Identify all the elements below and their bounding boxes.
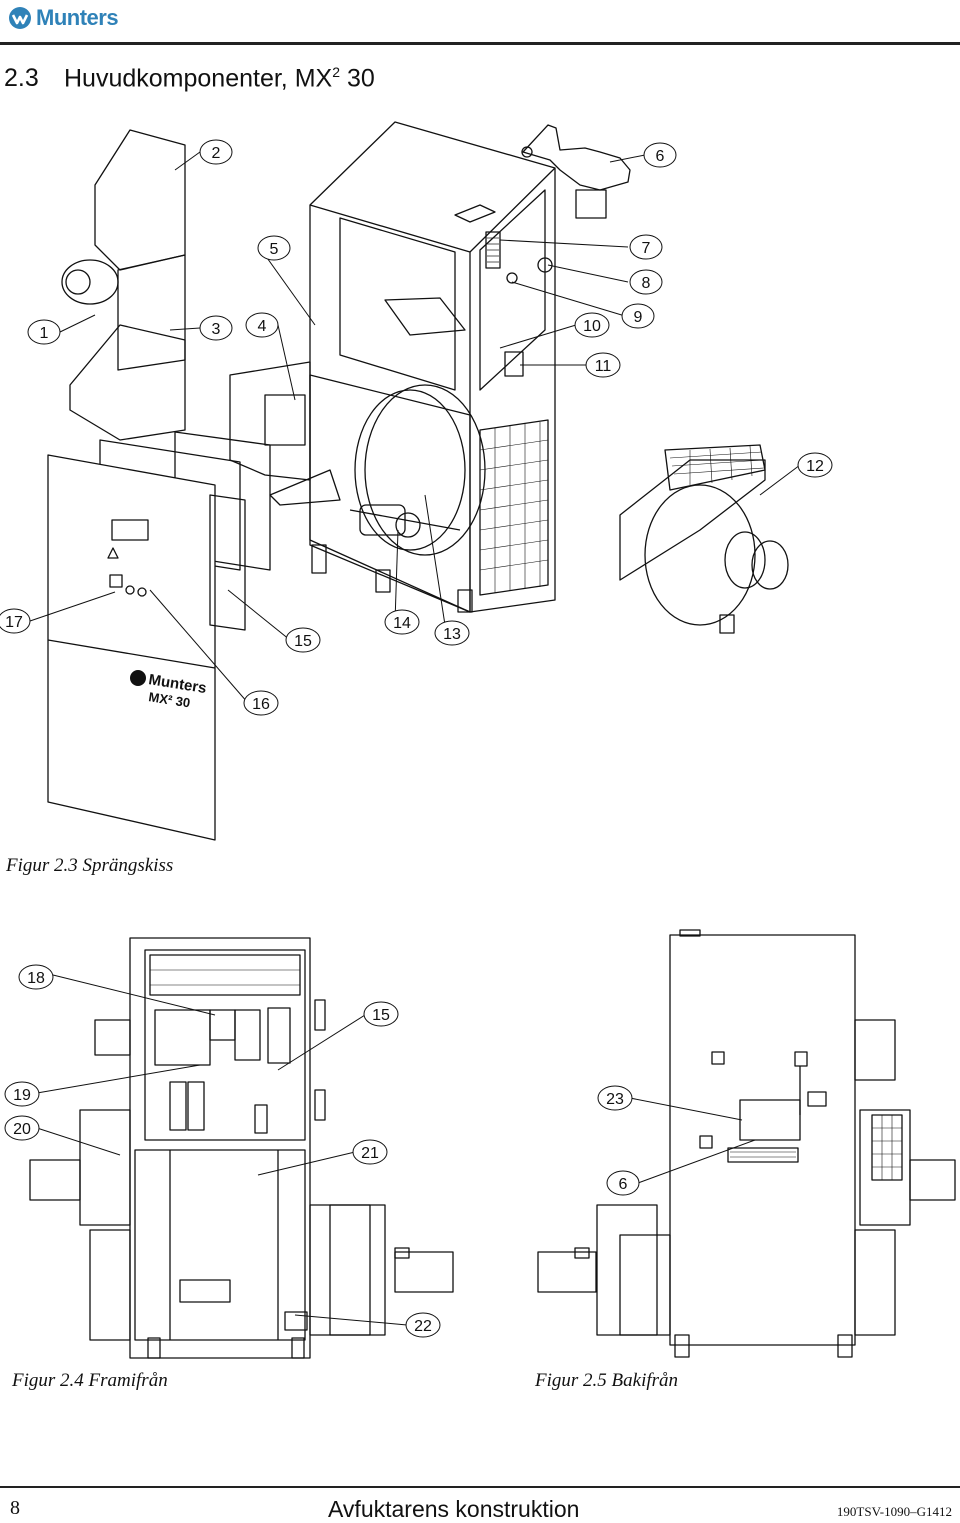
callout-4: 4: [245, 312, 279, 338]
panel-model: MX² 30: [148, 689, 192, 710]
callout-9: 9: [621, 303, 655, 329]
svg-text:9: 9: [634, 309, 643, 326]
exploded-view-drawing: [47, 121, 789, 841]
section-number: 2.3: [4, 64, 39, 93]
svg-text:11: 11: [595, 358, 612, 375]
callout-6: 6: [643, 142, 677, 168]
callout-7: 7: [629, 234, 663, 260]
svg-text:20: 20: [13, 1121, 31, 1138]
svg-text:2: 2: [212, 145, 221, 162]
svg-text:14: 14: [393, 615, 411, 632]
section-title-suffix: 30: [340, 64, 375, 93]
svg-text:15: 15: [294, 633, 312, 650]
svg-text:8: 8: [642, 275, 651, 292]
footer-title: Avfuktarens konstruktion: [328, 1496, 580, 1522]
callouts-front: 18 15 19 20 21 22: [4, 964, 441, 1338]
section-title-text: Huvudkomponenter, MX: [64, 64, 333, 93]
svg-text:17: 17: [5, 614, 23, 631]
svg-text:3: 3: [212, 321, 221, 338]
callout-3: 3: [199, 315, 233, 341]
figure-2-4-caption: Figur 2.4 Framifrån: [12, 1370, 168, 1391]
callouts-back: 23 6: [597, 1085, 640, 1196]
callout-10: 10: [574, 312, 610, 338]
figure-2-5-caption: Figur 2.5 Bakifrån: [535, 1370, 679, 1391]
figure-2-3-caption: Figur 2.3 Sprängskiss: [6, 855, 174, 876]
section-superscript: 2: [332, 64, 340, 80]
header-rule: [0, 42, 960, 45]
svg-text:18: 18: [27, 970, 45, 987]
front-view-drawing: [29, 937, 454, 1359]
svg-text:23: 23: [606, 1091, 624, 1108]
svg-text:12: 12: [806, 458, 824, 475]
svg-text:21: 21: [361, 1145, 379, 1162]
svg-text:19: 19: [13, 1087, 31, 1104]
callout-1: 1: [27, 319, 61, 345]
callout-14: 14: [384, 609, 420, 635]
callouts-exploded: 1 2 3 4 5 6 7 8 9 10 11 12 13 14 15 16 1…: [0, 139, 833, 716]
back-view-drawing: [537, 929, 956, 1358]
callout-18: 18: [18, 964, 54, 990]
svg-text:16: 16: [252, 696, 270, 713]
callout-16: 16: [243, 690, 279, 716]
callout-13: 13: [434, 620, 470, 646]
callout-12: 12: [797, 452, 833, 478]
callout-5: 5: [257, 235, 291, 261]
callout-15: 15: [285, 627, 321, 653]
callout-21: 21: [352, 1139, 388, 1165]
callout-2: 2: [199, 139, 233, 165]
callout-19: 19: [4, 1081, 40, 1107]
callout-22: 22: [405, 1312, 441, 1338]
svg-text:5: 5: [270, 241, 279, 258]
callout-6-back: 6: [606, 1170, 640, 1196]
callout-8: 8: [629, 269, 663, 295]
svg-text:4: 4: [258, 318, 267, 335]
callout-11: 11: [585, 352, 621, 378]
document-code: 190TSV-1090–G1412: [836, 1504, 952, 1519]
section-title: 2.3 Huvudkomponenter, MX2 30: [4, 64, 375, 93]
svg-text:10: 10: [583, 318, 601, 335]
footer-rule: [0, 1486, 960, 1488]
svg-text:7: 7: [642, 240, 651, 257]
svg-text:22: 22: [414, 1318, 432, 1335]
callout-15-front: 15: [363, 1001, 399, 1027]
svg-text:6: 6: [619, 1176, 628, 1193]
brand-name: Munters: [36, 5, 119, 30]
leader-lines: [29, 151, 801, 1326]
svg-text:6: 6: [656, 148, 665, 165]
svg-text:13: 13: [443, 626, 461, 643]
svg-text:1: 1: [40, 325, 49, 342]
svg-text:15: 15: [372, 1007, 390, 1024]
callout-23: 23: [597, 1085, 633, 1111]
callout-20: 20: [4, 1115, 40, 1141]
page-number: 8: [10, 1497, 20, 1519]
munters-logo: Munters: [8, 4, 119, 32]
munters-logo-icon: [9, 7, 31, 29]
callout-17: 17: [0, 608, 31, 634]
